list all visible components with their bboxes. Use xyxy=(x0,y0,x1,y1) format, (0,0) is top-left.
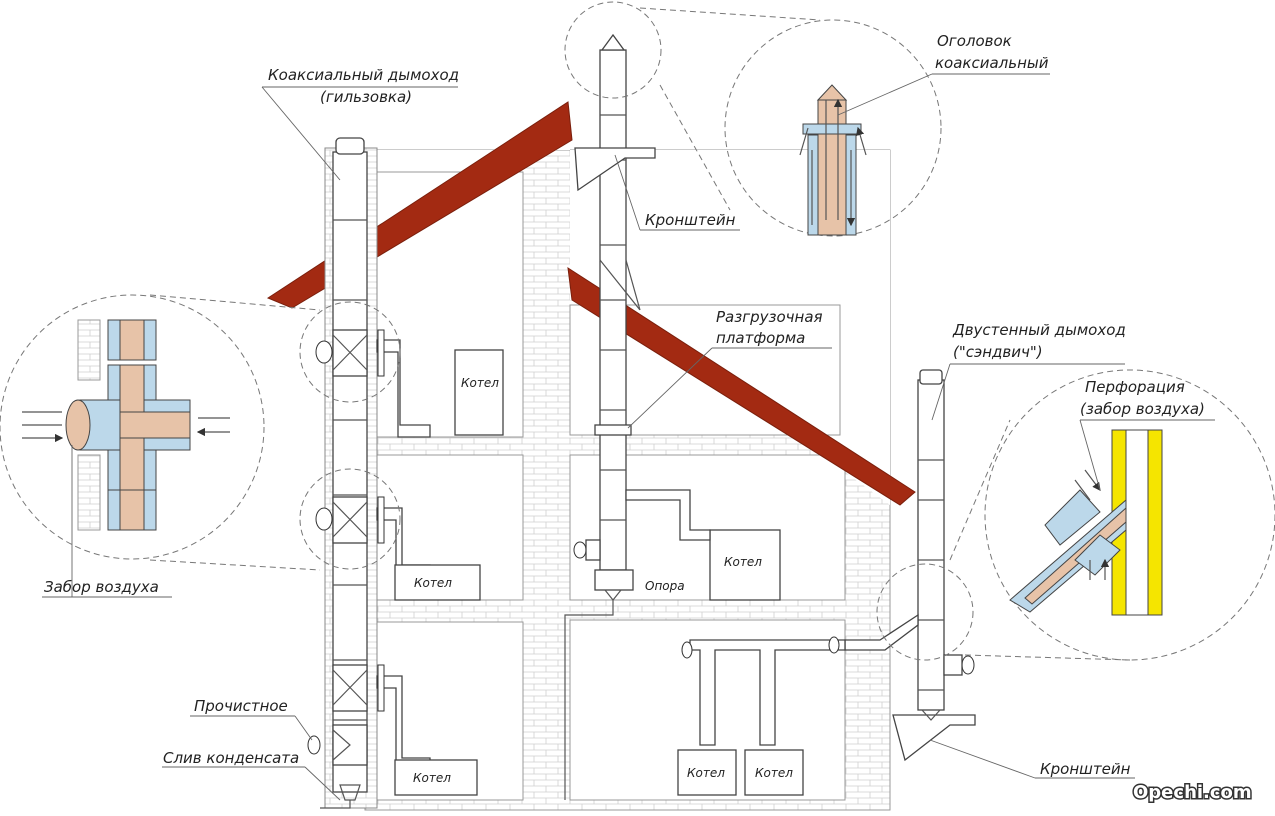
central-chimney xyxy=(564,33,711,800)
detail-ring-tee xyxy=(299,301,401,403)
detail-perforation xyxy=(1009,429,1163,616)
bracket-top xyxy=(574,147,656,192)
detail-air-intake xyxy=(22,319,230,531)
boiler-label: Котел xyxy=(413,771,451,785)
label-air-intake: Забор воздуха xyxy=(44,578,159,596)
watermark: Opechi.com xyxy=(1133,782,1252,803)
label-cleanout: Прочистное xyxy=(194,697,288,715)
label-coaxial-head: Оголовок xyxy=(937,32,1012,50)
leader-double xyxy=(931,363,1125,421)
coaxial-chimney-left xyxy=(307,137,431,809)
leader-perf xyxy=(1079,419,1215,491)
detail-circle-head xyxy=(724,19,942,237)
boiler-label: Котел xyxy=(687,766,725,780)
boiler-floor1-b: Котел xyxy=(744,749,804,796)
detail-ring-perf xyxy=(876,563,974,661)
labels: Коаксиальный дымоход (гильзовка) Оголово… xyxy=(44,32,1205,778)
tee-lower xyxy=(332,664,368,712)
detail-ring-tee2 xyxy=(299,468,401,570)
boiler-label: Котел xyxy=(724,555,762,569)
support-opora xyxy=(594,569,634,591)
boiler-floor1-a: Котел xyxy=(677,749,737,796)
label-perforation: Перфорация xyxy=(1085,378,1185,396)
boiler-floor1-left: Котел xyxy=(394,759,478,796)
leader-lines xyxy=(42,73,1215,801)
cleanout-tee xyxy=(307,724,368,766)
detail-circle-intake xyxy=(0,294,265,560)
leader-intake xyxy=(42,445,172,598)
boilers: Котел Котел Котел Котел Котел Котел xyxy=(394,349,804,796)
tee-upper xyxy=(315,329,368,377)
leader-bracket-bottom xyxy=(929,739,1135,779)
label-coaxial-chimney: Коаксиальный дымоход xyxy=(268,66,459,84)
label-support: Опора xyxy=(645,579,685,593)
leader-drain xyxy=(162,766,341,801)
leader-bracket-top xyxy=(614,154,740,231)
label-bracket-top: Кронштейн xyxy=(645,211,736,229)
boiler-label: Котел xyxy=(414,576,452,590)
boiler-floor2-left: Котел xyxy=(394,564,481,601)
boiler-attic: Котел xyxy=(454,349,504,436)
tee-middle xyxy=(315,496,368,544)
detail-ring-head xyxy=(564,1,662,99)
detail-callouts xyxy=(0,1,1275,661)
bracket-bottom xyxy=(892,714,976,762)
leader-head xyxy=(837,73,1050,116)
leader-platform xyxy=(627,347,832,429)
label-unload-platform-sub: платформа xyxy=(716,329,805,347)
detail-coaxial-head xyxy=(799,84,867,236)
label-double-wall-sub: ("сэндвич") xyxy=(953,343,1043,361)
label-unload-platform: Разгрузочная xyxy=(716,308,823,326)
label-perforation-sub: (забор воздуха) xyxy=(1080,400,1205,418)
roof-right-slope xyxy=(567,266,916,506)
boiler-label: Котел xyxy=(461,376,499,390)
leader-coaxial xyxy=(261,86,458,181)
label-coaxial-chimney-sub: (гильзовка) xyxy=(320,88,412,106)
leader-cleanout xyxy=(190,715,313,741)
label-bracket-bottom: Кронштейн xyxy=(1040,760,1131,778)
label-condensate-drain: Слив конденсата xyxy=(163,749,299,767)
label-double-wall: Двустенный дымоход xyxy=(952,321,1126,339)
sandwich-chimney xyxy=(681,369,976,762)
detail-circle-perf xyxy=(984,369,1275,661)
boiler-floor2-right: Котел xyxy=(709,529,781,601)
boiler-label: Котел xyxy=(755,766,793,780)
label-coaxial-head-sub: коаксиальный xyxy=(935,54,1049,72)
